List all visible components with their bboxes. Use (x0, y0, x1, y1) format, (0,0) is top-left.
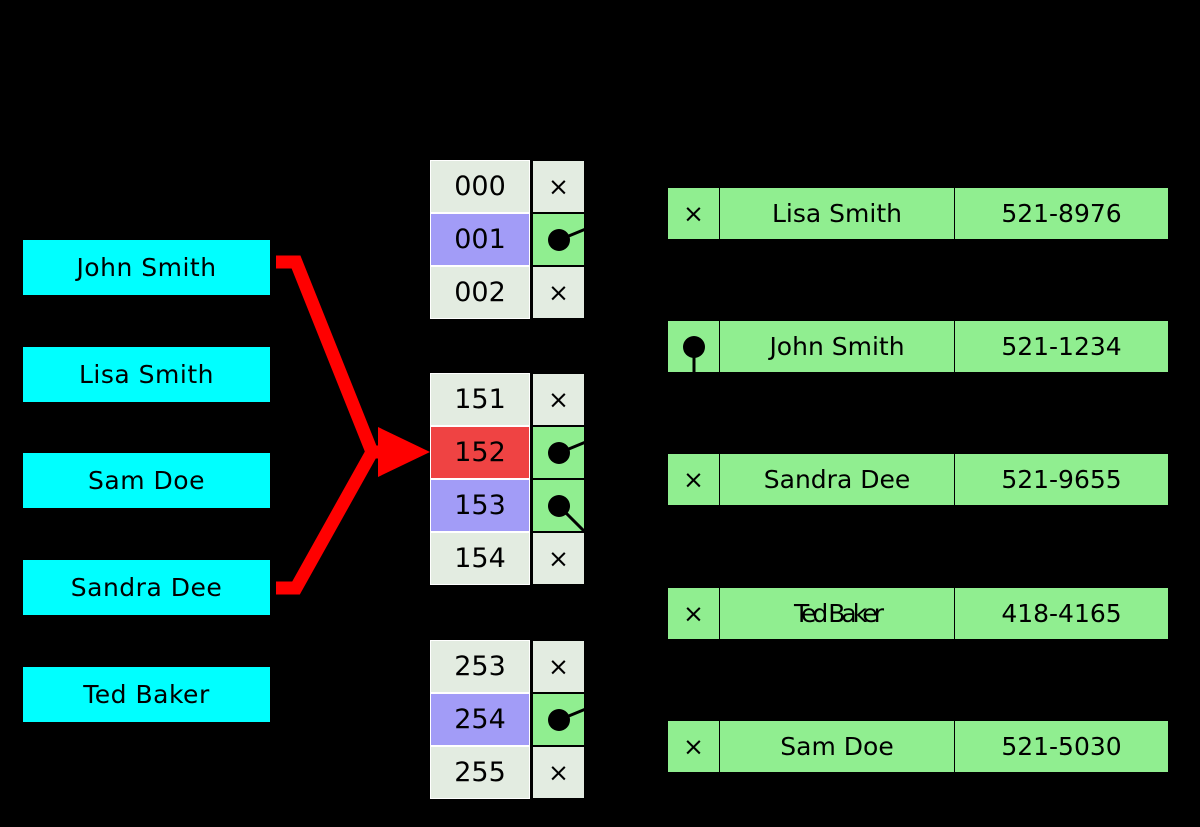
record-name-cell: Sam Doe (720, 720, 955, 773)
bucket-index-cell[interactable]: 151 (430, 373, 530, 426)
record-pointer-cell[interactable]: × (667, 587, 720, 640)
bucket-pointer-cell[interactable] (532, 693, 594, 746)
null-pointer-icon: × (548, 544, 569, 573)
record-name-cell: Ted Baker (720, 587, 955, 640)
record-phone-cell: 521-5030 (955, 720, 1169, 773)
record-row[interactable]: × Lisa Smith 521-8976 (667, 187, 1169, 240)
bucket-row: 000 × (430, 160, 585, 213)
null-pointer-icon: × (683, 465, 704, 494)
pointer-link-icon (548, 495, 595, 542)
key-box[interactable]: John Smith (23, 240, 270, 295)
pointer-link-icon (548, 224, 594, 251)
bucket-row: 255 × (430, 746, 585, 799)
record-name-cell: Lisa Smith (720, 187, 955, 240)
bucket-index-cell[interactable]: 152 (430, 426, 530, 479)
bucket-pointer-cell[interactable]: × (532, 373, 585, 426)
bucket-pointer-cell[interactable]: × (532, 160, 585, 213)
record-name-label: Ted Baker (794, 599, 884, 628)
record-pointer-cell[interactable]: × (667, 187, 720, 240)
pointer-link-icon (548, 437, 594, 464)
bucket-pointer-cell[interactable]: × (532, 640, 585, 693)
record-name-cell: Sandra Dee (720, 453, 955, 506)
bucket-row: 152 (430, 426, 594, 479)
bucket-index-cell[interactable]: 001 (430, 213, 530, 266)
record-name-cell: John Smith (720, 320, 955, 373)
bucket-index-cell[interactable]: 253 (430, 640, 530, 693)
key-label: Ted Baker (83, 680, 210, 709)
record-row[interactable]: × Ted Baker 418-4165 (667, 587, 1169, 640)
key-box[interactable]: Ted Baker (23, 667, 270, 722)
record-phone-label: 521-9655 (1001, 465, 1122, 494)
bucket-row: 153 (430, 479, 595, 542)
bucket-index-cell[interactable]: 255 (430, 746, 530, 799)
null-pointer-icon: × (548, 652, 569, 681)
null-pointer-icon: × (548, 172, 569, 201)
record-phone-cell: 521-9655 (955, 453, 1169, 506)
bucket-pointer-cell[interactable] (532, 426, 594, 479)
bucket-pointer-cell[interactable] (532, 479, 595, 542)
record-name-label: John Smith (769, 332, 905, 361)
key-box[interactable]: Sandra Dee (23, 560, 270, 615)
bucket-row: 002 × (430, 266, 585, 319)
record-row[interactable]: John Smith 521-1234 (667, 320, 1169, 379)
bucket-pointer-cell[interactable]: × (532, 266, 585, 319)
bucket-row: 001 (430, 213, 594, 266)
bucket-index-cell[interactable]: 153 (430, 479, 530, 532)
key-box[interactable]: Lisa Smith (23, 347, 270, 402)
key-label: Lisa Smith (79, 360, 214, 389)
key-label: John Smith (76, 253, 217, 282)
bucket-index-cell[interactable]: 002 (430, 266, 530, 319)
bucket-row: 151 × (430, 373, 585, 426)
record-phone-cell: 521-1234 (955, 320, 1169, 373)
record-pointer-cell[interactable]: × (667, 453, 720, 506)
record-phone-label: 418-4165 (1001, 599, 1122, 628)
null-pointer-icon: × (548, 758, 569, 787)
null-pointer-icon: × (683, 732, 704, 761)
bucket-index-cell[interactable]: 000 (430, 160, 530, 213)
null-pointer-icon: × (548, 385, 569, 414)
bucket-row: 253 × (430, 640, 585, 693)
key-label: Sam Doe (88, 466, 205, 495)
record-name-label: Lisa Smith (772, 199, 902, 228)
record-pointer-cell[interactable]: × (667, 720, 720, 773)
record-pointer-cell[interactable] (667, 320, 720, 379)
pointer-link-icon (683, 336, 705, 379)
record-phone-cell: 418-4165 (955, 587, 1169, 640)
record-row[interactable]: × Sandra Dee 521-9655 (667, 453, 1169, 506)
record-row[interactable]: × Sam Doe 521-5030 (667, 720, 1169, 773)
record-name-label: Sam Doe (780, 732, 894, 761)
record-phone-label: 521-1234 (1001, 332, 1122, 361)
key-label: Sandra Dee (70, 573, 223, 602)
record-phone-cell: 521-8976 (955, 187, 1169, 240)
bucket-pointer-cell[interactable] (532, 213, 594, 266)
key-box[interactable]: Sam Doe (23, 453, 270, 508)
record-phone-label: 521-8976 (1001, 199, 1122, 228)
bucket-pointer-cell[interactable]: × (532, 532, 585, 585)
null-pointer-icon: × (683, 599, 704, 628)
bucket-row: 154 × (430, 532, 585, 585)
null-pointer-icon: × (683, 199, 704, 228)
bucket-index-cell[interactable]: 154 (430, 532, 530, 585)
null-pointer-icon: × (548, 278, 569, 307)
bucket-pointer-cell[interactable]: × (532, 746, 585, 799)
bucket-row: 254 (430, 693, 594, 746)
bucket-index-cell[interactable]: 254 (430, 693, 530, 746)
pointer-link-icon (548, 704, 594, 731)
record-name-label: Sandra Dee (763, 465, 911, 494)
record-phone-label: 521-5030 (1001, 732, 1122, 761)
